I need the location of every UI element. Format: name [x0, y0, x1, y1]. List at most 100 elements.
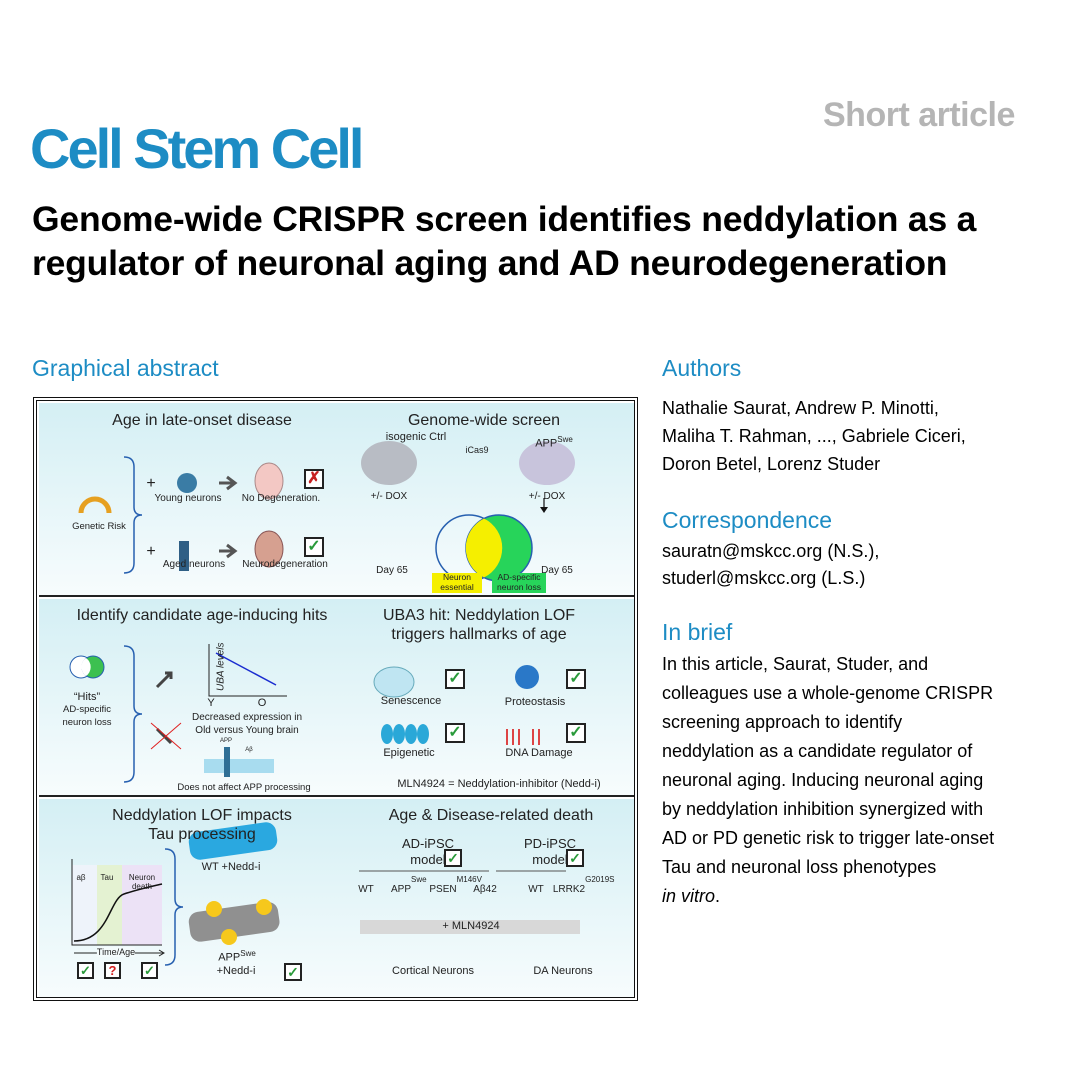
no-degeneration-label: No Degeneration.: [241, 493, 321, 504]
panel-hits: Identify candidate age-inducing hits UBA…: [39, 599, 634, 797]
pd-model-label: model: [532, 852, 568, 867]
check-icon: ✓: [304, 537, 324, 557]
in-brief-line: neuronal aging. Inducing neuronal aging: [662, 770, 984, 790]
abeta-label: Aβ: [245, 747, 253, 753]
check-icon: ✓: [566, 669, 586, 689]
in-brief-line: by neddylation inhibition synergized wit…: [662, 799, 984, 819]
panel2-left-title: Identify candidate age-inducing hits: [76, 607, 328, 624]
ad-model-label: model: [410, 852, 446, 867]
app-swe-label: APPSwe: [218, 949, 256, 964]
x-tick-o: O: [257, 697, 267, 709]
in-brief-line: AD or PD genetic risk to trigger late-on…: [662, 828, 995, 848]
panel3-right-title: Age & Disease-related death: [388, 807, 594, 824]
genetic-risk-label: Genetic Risk: [72, 521, 126, 532]
author-line: Maliha T. Rahman, ..., Gabriele Ciceri,: [662, 426, 966, 446]
hits-sub-1: AD-specific: [62, 704, 112, 715]
authors-section: Authors Nathalie Saurat, Andrew P. Minot…: [662, 355, 966, 478]
panel1-right-title: Genome-wide screen: [407, 412, 561, 429]
panel2-graphics: [69, 644, 540, 783]
cross-icon: ✗: [304, 469, 324, 489]
genotype-wt: WT: [528, 884, 544, 895]
in-brief-line: in vitro.: [662, 886, 721, 906]
check-icon: ✓: [77, 962, 94, 979]
in-brief-line: In this article, Saurat, Studer, and: [662, 654, 929, 674]
hits-sub-2: neuron loss: [62, 717, 112, 728]
no-app-processing-label: Does not affect APP processing: [177, 782, 311, 793]
in-brief-section: In brief In this article, Saurat, Studer…: [662, 619, 994, 911]
author-line: Nathalie Saurat, Andrew P. Minotti,: [662, 398, 939, 418]
in-brief-line: screening approach to identify: [662, 712, 903, 732]
dna-damage-label: DNA Damage: [505, 747, 573, 759]
time-age-axis-label: Time/Age: [96, 947, 136, 958]
decreased-expression-1: Decreased expression in: [191, 712, 303, 723]
panel1-left-title: Age in late-onset disease: [112, 412, 292, 429]
graphical-abstract-heading: Graphical abstract: [32, 355, 219, 381]
senescence-label: Senescence: [380, 695, 442, 707]
day65-label: Day 65: [376, 565, 408, 576]
epigenetic-label: Epigenetic: [383, 747, 435, 759]
question-icon: ?: [104, 962, 121, 979]
in-brief-line: colleagues use a whole-genome CRISPR: [662, 683, 994, 703]
cortical-neurons-label: Cortical Neurons: [392, 965, 474, 977]
mln4924-note: MLN4924 = Neddylation-inhibitor (Nedd-i): [397, 778, 601, 790]
check-icon: ✓: [566, 849, 584, 867]
email-link[interactable]: studerl@mskcc.org (L.S.): [662, 568, 866, 588]
panel3-left-title-1: Neddylation LOF impacts: [112, 807, 292, 824]
ad-ipsc-label: AD-iPSC: [401, 836, 455, 851]
aged-neurons-label: Aged neurons: [162, 559, 226, 570]
in-brief-line: neddylation as a candidate regulator of: [662, 741, 973, 761]
neuron-essential-label: Neuron essential: [432, 572, 482, 593]
wt-nedd-label: WT +Nedd-i: [201, 861, 261, 873]
in-brief-line: Tau and neuronal loss phenotypes: [662, 857, 937, 877]
neuron-death-phase-label: Neuron death: [128, 873, 156, 892]
da-neurons-label: DA Neurons: [533, 965, 593, 977]
isogenic-ctrl-label: isogenic Ctrl: [385, 431, 447, 443]
article-type: Short article: [823, 96, 1015, 134]
dox-label: +/- DOX: [528, 491, 566, 502]
x-tick-y: Y: [207, 697, 215, 709]
journal-logo: Cell Stem Cell: [30, 117, 364, 180]
proteostasis-label: Proteostasis: [504, 696, 566, 708]
in-brief-heading: In brief: [662, 619, 733, 645]
ad-specific-label: AD-specific neuron loss: [492, 572, 546, 593]
graphical-abstract: Age in late-onset disease Genome-wide sc…: [33, 397, 638, 1001]
check-icon: ✓: [141, 962, 158, 979]
genotype-ab42: Aβ42: [473, 884, 497, 895]
plus-sign: +: [146, 475, 156, 492]
young-neurons-label: Young neurons: [154, 493, 222, 504]
app-swe-label: APPSwe: [535, 435, 573, 450]
icas9-label: iCas9: [465, 445, 489, 455]
email-link[interactable]: sauratn@mskcc.org (N.S.),: [662, 541, 880, 561]
panel3-left-title-2: Tau processing: [148, 826, 256, 843]
check-icon: ✓: [444, 849, 462, 867]
decreased-expression-2: Old versus Young brain: [195, 725, 299, 736]
panel-tau: Neddylation LOF impacts Tau processing a…: [39, 799, 634, 997]
panel1-graphics: [78, 441, 575, 582]
check-icon: ✓: [445, 669, 465, 689]
check-icon: ✓: [445, 723, 465, 743]
correspondence-heading: Correspondence: [662, 507, 833, 533]
pd-ipsc-label: PD-iPSC: [523, 836, 577, 851]
author-line: Doron Betel, Lorenz Studer: [662, 454, 881, 474]
check-icon: ✓: [566, 723, 586, 743]
neurodegeneration-label: Neurodegeneration: [242, 559, 328, 570]
genotype-wt: WT: [358, 884, 374, 895]
correspondence-section: Correspondence sauratn@mskcc.org (N.S.),…: [662, 507, 879, 592]
app-label: APP: [219, 738, 233, 744]
plus-sign: +: [146, 543, 156, 560]
hits-label: “Hits”: [73, 691, 101, 703]
mln4924-label: + MLN4924: [442, 920, 500, 932]
article-title: Genome-wide CRISPR screen identifies ned…: [32, 199, 977, 283]
tau-phase-label: Tau: [100, 873, 114, 882]
panel2-right-title-2: triggers hallmarks of age: [391, 626, 567, 643]
uba-levels-axis-label: UBA levels: [215, 642, 227, 692]
abeta-phase-label: aβ: [76, 873, 86, 882]
check-icon: ✓: [284, 963, 302, 981]
panel3-graphics: [71, 822, 580, 966]
dox-label: +/- DOX: [370, 491, 408, 502]
app-nedd-label: +Nedd-i: [216, 965, 256, 977]
day65-label: Day 65: [541, 565, 573, 576]
